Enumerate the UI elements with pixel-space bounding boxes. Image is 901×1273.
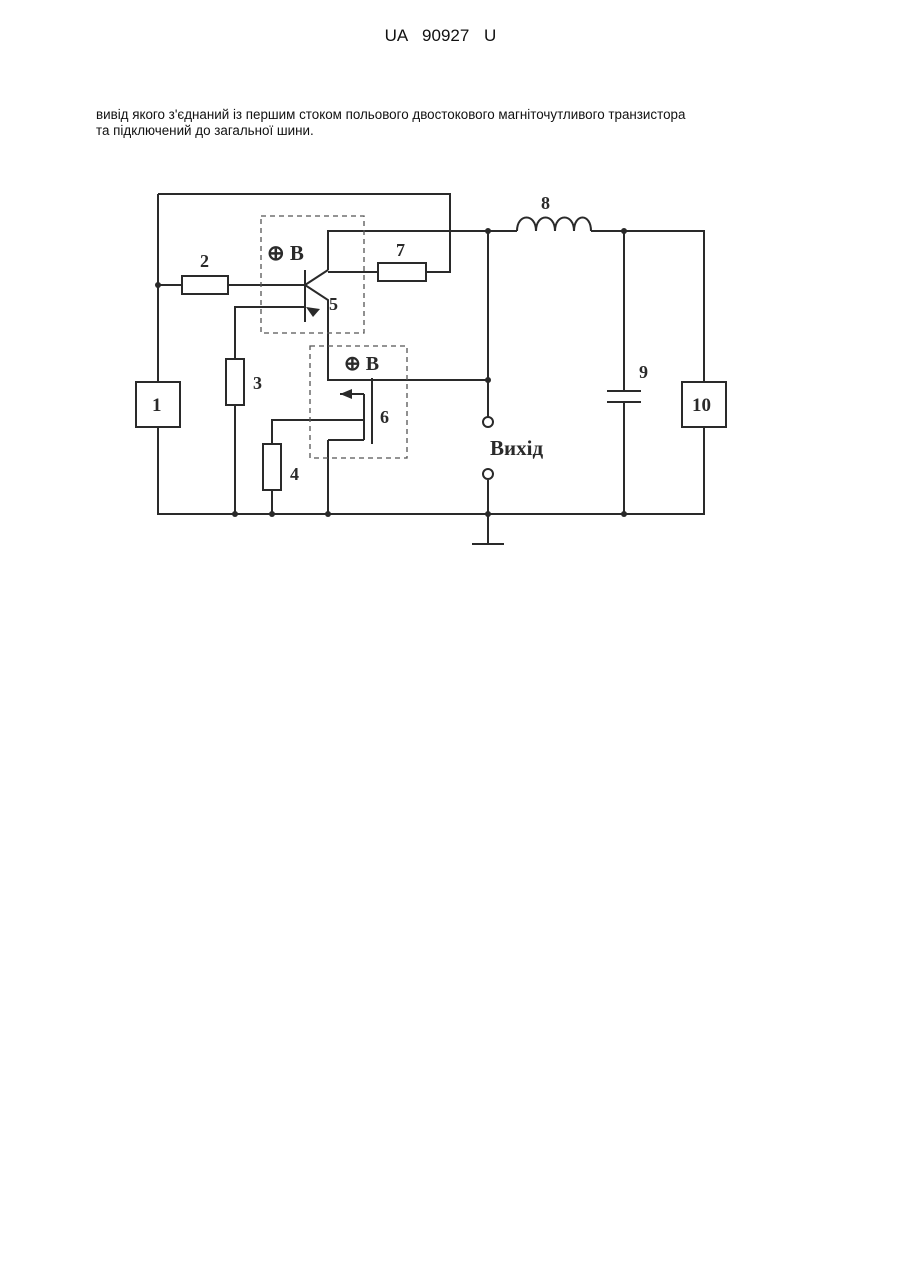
resistor-2-symbol: [182, 276, 228, 294]
transistor-6-arrow: [340, 389, 352, 399]
label-resistor-7: 7: [396, 240, 405, 260]
label-transistor-5: 5: [329, 294, 338, 314]
label-capacitor-9: 9: [639, 362, 648, 382]
label-magnetic-field-bottom: ⊕ B: [344, 353, 379, 375]
resistor-4-symbol: [263, 444, 281, 490]
label-inductor-8: 8: [541, 193, 550, 213]
label-block-1: 1: [152, 395, 162, 416]
label-magnetic-field-top: ⊕ B: [267, 241, 304, 265]
label-transistor-6: 6: [380, 407, 389, 427]
output-terminal-bottom: [483, 469, 493, 479]
label-block-10: 10: [692, 395, 711, 416]
label-resistor-2: 2: [200, 251, 209, 271]
transistor-5-emitter-arrow: [306, 307, 320, 317]
resistor-7-symbol: [378, 263, 426, 281]
label-resistor-4: 4: [290, 464, 299, 484]
label-output: Вихід: [490, 436, 543, 460]
resistor-3-symbol: [226, 359, 244, 405]
inductor-8-symbol: [517, 218, 591, 232]
output-terminal-top: [483, 417, 493, 427]
label-resistor-3: 3: [253, 373, 262, 393]
